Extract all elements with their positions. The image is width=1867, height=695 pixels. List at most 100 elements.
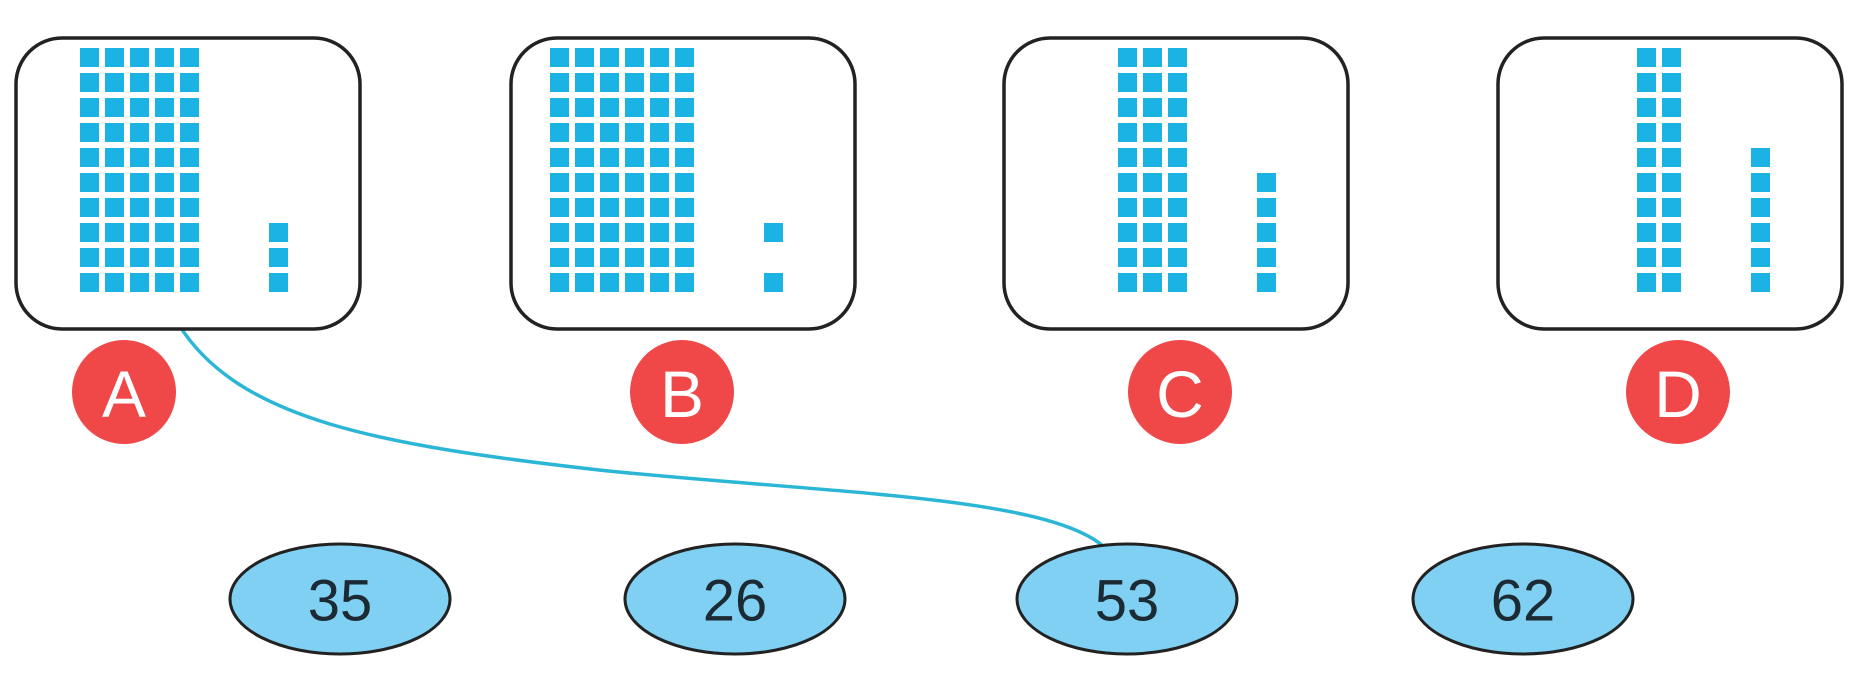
unit-cube [105, 273, 124, 292]
unit-cube [1118, 148, 1137, 167]
unit-cube [675, 123, 694, 142]
unit-cube [105, 73, 124, 92]
unit-cube [575, 98, 594, 117]
tens-rod [1662, 48, 1681, 292]
unit-cube [625, 173, 644, 192]
unit-cube [1118, 248, 1137, 267]
answer-oval-62[interactable]: 62 [1411, 542, 1635, 656]
unit-cube [130, 198, 149, 217]
unit-cube [105, 248, 124, 267]
unit-cube [105, 123, 124, 142]
card-b[interactable] [509, 36, 857, 331]
unit-cube [1168, 248, 1187, 267]
unit-cube [600, 48, 619, 67]
unit-cube [675, 98, 694, 117]
unit-cube [1662, 73, 1681, 92]
unit-cube [575, 123, 594, 142]
unit-cube [625, 223, 644, 242]
unit-cube [675, 198, 694, 217]
unit-cube [1143, 273, 1162, 292]
tens-rod [130, 48, 149, 292]
unit-cube [575, 48, 594, 67]
ones-cubes [1751, 148, 1770, 292]
unit-cube [105, 148, 124, 167]
unit-cube [1637, 273, 1656, 292]
unit-cube [550, 123, 569, 142]
unit-cube [550, 173, 569, 192]
unit-cube [1662, 198, 1681, 217]
tens-rod [625, 48, 644, 292]
unit-cube [650, 248, 669, 267]
answer-oval-26[interactable]: 26 [623, 542, 847, 656]
unit-cube [1168, 148, 1187, 167]
tens-rod [575, 48, 594, 292]
unit-cube [130, 273, 149, 292]
tens-rod [1118, 48, 1137, 292]
unit-cube [675, 48, 694, 67]
badge-a: A [72, 340, 176, 444]
unit-cube [575, 73, 594, 92]
unit-cube [1143, 148, 1162, 167]
unit-cube [130, 48, 149, 67]
badge-label: B [660, 357, 704, 431]
unit-cube [1168, 273, 1187, 292]
unit-cube [1118, 273, 1137, 292]
unit-cube [130, 148, 149, 167]
ones-cubes [764, 223, 783, 292]
unit-cube [550, 273, 569, 292]
unit-cube [575, 273, 594, 292]
unit-cube [130, 248, 149, 267]
unit-cube [180, 148, 199, 167]
badge-circle [72, 340, 176, 444]
unit-cube [1637, 148, 1656, 167]
unit-cube [550, 248, 569, 267]
unit-cube [155, 273, 174, 292]
unit-cube [180, 198, 199, 217]
unit-cube [1637, 123, 1656, 142]
unit-cube [625, 198, 644, 217]
unit-cube [1751, 148, 1770, 167]
answer-value: 62 [1491, 569, 1556, 634]
unit-cube [1143, 73, 1162, 92]
unit-cube [575, 173, 594, 192]
unit-cube [550, 198, 569, 217]
answer-value: 26 [703, 569, 768, 634]
badge-circle [630, 340, 734, 444]
unit-cube [1168, 123, 1187, 142]
unit-cube [675, 248, 694, 267]
unit-cube [1662, 223, 1681, 242]
unit-cube [1168, 223, 1187, 242]
unit-cube [105, 198, 124, 217]
unit-cube [575, 198, 594, 217]
unit-cube [575, 223, 594, 242]
badge-b: B [630, 340, 734, 444]
card-c[interactable] [1002, 36, 1350, 331]
unit-cube [550, 148, 569, 167]
card-a[interactable] [14, 36, 362, 331]
unit-cube [600, 198, 619, 217]
unit-cube [650, 173, 669, 192]
answer-oval-53[interactable]: 53 [1015, 542, 1239, 656]
unit-cube [550, 98, 569, 117]
unit-cube [625, 98, 644, 117]
unit-cube [155, 48, 174, 67]
unit-cube [180, 223, 199, 242]
oval-shape [1015, 542, 1239, 656]
unit-cube [650, 123, 669, 142]
unit-cube [80, 148, 99, 167]
tens-rod [155, 48, 174, 292]
card-d[interactable] [1496, 36, 1844, 331]
unit-cube [155, 173, 174, 192]
unit-cube [1637, 48, 1656, 67]
unit-cube [1662, 148, 1681, 167]
unit-cube [155, 198, 174, 217]
unit-cube [550, 48, 569, 67]
answer-oval-35[interactable]: 35 [228, 542, 452, 656]
unit-cube [1143, 198, 1162, 217]
unit-cube [1751, 223, 1770, 242]
unit-cube [1637, 173, 1656, 192]
unit-cube [625, 123, 644, 142]
unit-cube [1662, 48, 1681, 67]
unit-cube [1637, 98, 1656, 117]
